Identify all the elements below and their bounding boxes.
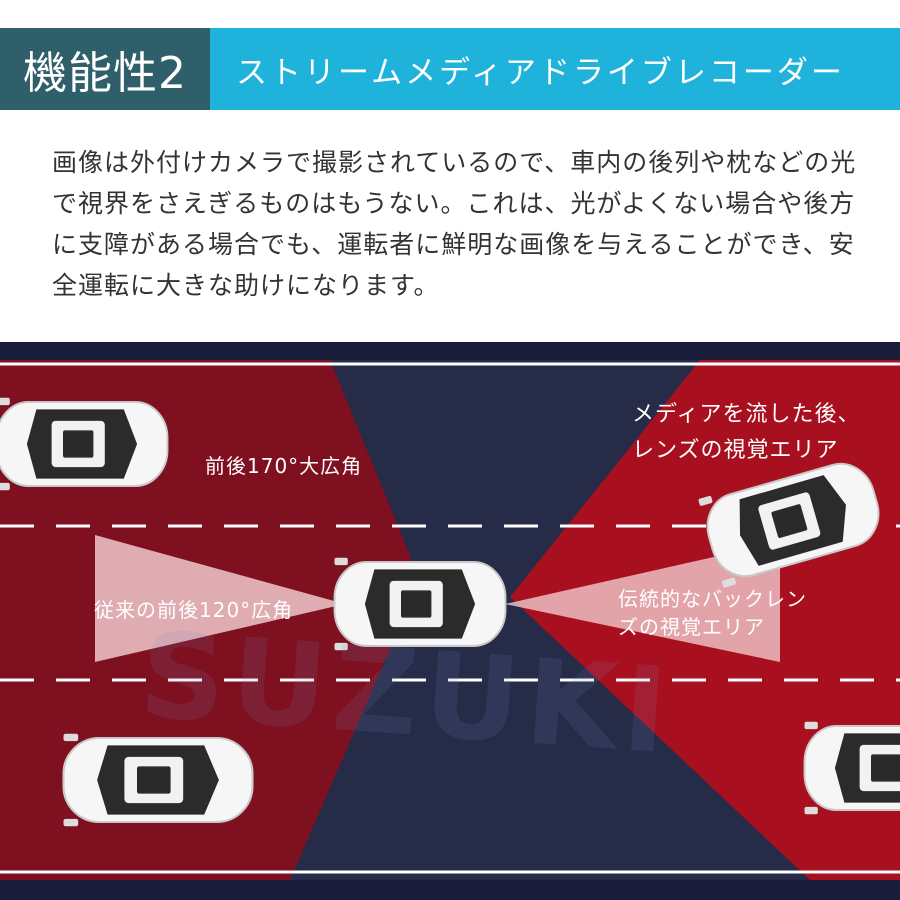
media-view-label: メディアを流した後、 レンズの視覚エリア bbox=[632, 397, 860, 469]
feature-title: ストリームメディアドライブレコーダー bbox=[210, 28, 900, 110]
feature-number-label: 機能性2 bbox=[0, 28, 210, 110]
description-text: 画像は外付けカメラで撮影されているので、車内の後列や枕などの光で視界をさえぎるも… bbox=[52, 148, 857, 300]
wide-angle-170-label: 前後170°大広角 bbox=[205, 454, 363, 478]
header-banner: 機能性2 ストリームメディアドライブレコーダー bbox=[0, 28, 900, 110]
traditional-view-label-line1: 伝統的なバックレン bbox=[618, 587, 807, 611]
media-view-label-line1: メディアを流した後、 bbox=[632, 402, 861, 427]
car-bottom-right bbox=[803, 720, 900, 816]
narrow-view-cone-front bbox=[95, 535, 345, 662]
traditional-view-label-line2: ズの視覚エリア bbox=[618, 615, 765, 639]
narrow-view-cone-rear bbox=[505, 542, 780, 662]
view-angle-illustration: SUZUKI メディアを流した後、 レンズの視覚エリア 前後170°大広角 従来… bbox=[0, 342, 900, 900]
conventional-120-label: 従来の前後120°広角 bbox=[94, 598, 294, 622]
media-view-label-line2: レンズの視覚エリア bbox=[632, 438, 839, 463]
road-diagram bbox=[0, 342, 900, 900]
traditional-view-label: 伝統的なバックレン ズの視覚エリア bbox=[618, 585, 807, 641]
car-top-left bbox=[0, 396, 169, 492]
